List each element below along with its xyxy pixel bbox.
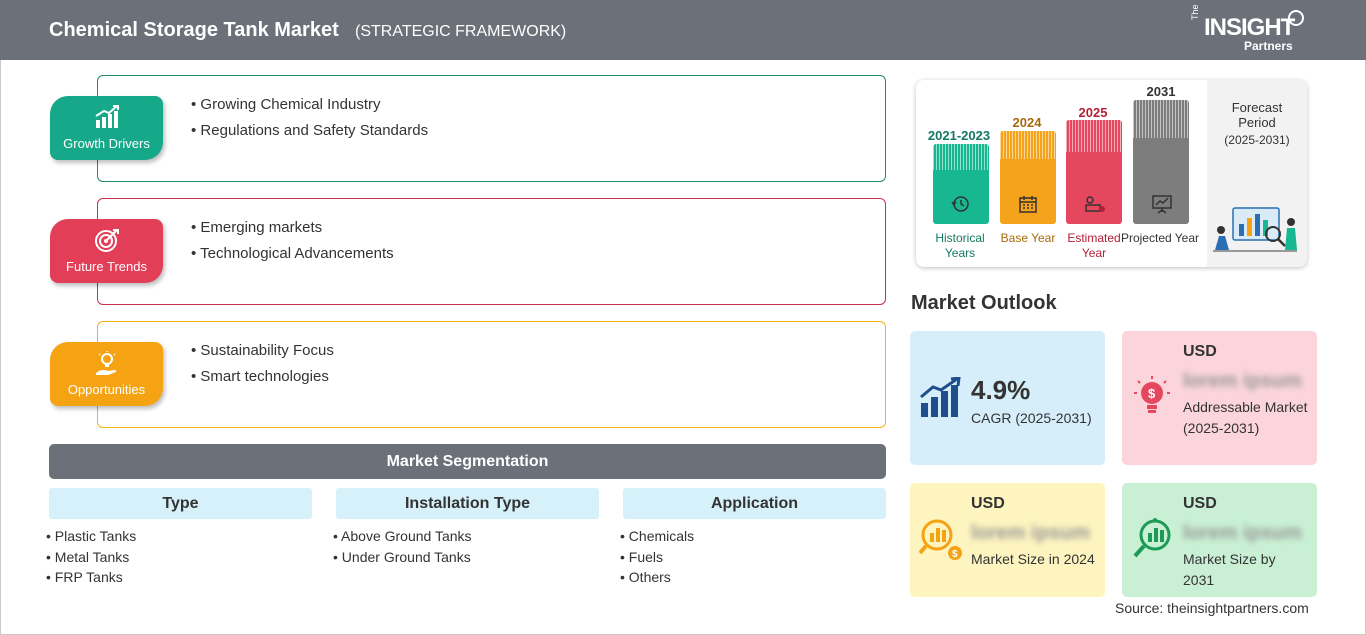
growth-drivers-list: • Growing Chemical Industry • Regulation… bbox=[191, 96, 428, 148]
list-item: • Plastic Tanks bbox=[46, 528, 137, 544]
card-description: Addressable Market (2025-2031) bbox=[1183, 399, 1308, 436]
year-label: 2021-2023 bbox=[927, 128, 991, 143]
addressable-market-card: $ USD lorem ipsum Addressable Market (20… bbox=[1122, 331, 1317, 465]
segmentation-title: Market Segmentation bbox=[49, 444, 886, 479]
logo-partners: Partners bbox=[1244, 39, 1293, 53]
bar-caption: Projected Year bbox=[1120, 231, 1200, 245]
growth-search-icon bbox=[1133, 518, 1171, 558]
list-item: • Smart technologies bbox=[191, 368, 329, 385]
logo-the: The bbox=[1190, 4, 1200, 20]
page-title: Chemical Storage Tank Market bbox=[49, 19, 339, 41]
opportunities-badge: Opportunities bbox=[50, 342, 163, 406]
market-size-2031-card: USD lorem ipsum Market Size by 2031 bbox=[1122, 483, 1317, 597]
market-value-blurred: lorem ipsum bbox=[971, 522, 1090, 544]
year-label: 2031 bbox=[1146, 84, 1176, 99]
card-description: Market Size by 2031 bbox=[1183, 551, 1276, 588]
list-item: • Growing Chemical Industry bbox=[191, 96, 381, 113]
list-item: • Above Ground Tanks bbox=[333, 528, 472, 544]
card-description: Market Size in 2024 bbox=[971, 551, 1095, 567]
header-bar: Chemical Storage Tank Market (STRATEGIC … bbox=[0, 0, 1366, 60]
year-label: 2024 bbox=[1012, 115, 1042, 130]
opportunities-list: • Sustainability Focus • Smart technolog… bbox=[191, 342, 334, 394]
future-trends-badge: Future Trends bbox=[50, 219, 163, 283]
growth-drivers-label: Growth Drivers bbox=[63, 136, 150, 151]
list-item: • Chemicals bbox=[620, 528, 695, 544]
segment-heading-type: Type bbox=[49, 488, 312, 519]
future-trends-label: Future Trends bbox=[66, 259, 147, 274]
segment-heading-application: Application bbox=[623, 488, 886, 519]
list-item: • FRP Tanks bbox=[46, 569, 123, 585]
market-value-blurred: lorem ipsum bbox=[1183, 370, 1302, 392]
money-search-icon: $ bbox=[919, 519, 962, 560]
timeline-bar-historical bbox=[933, 144, 989, 224]
currency-label: USD bbox=[971, 495, 1005, 512]
source-credit: Source: theinsightpartners.com bbox=[1115, 600, 1309, 616]
market-size-2024-card: $ USD lorem ipsum Market Size in 2024 bbox=[910, 483, 1105, 597]
growth-drivers-box: • Growing Chemical Industry • Regulation… bbox=[97, 75, 886, 182]
calendar-icon bbox=[1019, 196, 1037, 213]
list-item: • Metal Tanks bbox=[46, 548, 130, 565]
logo-insight: INSIGHT bbox=[1204, 14, 1295, 41]
list-item: • Regulations and Safety Standards bbox=[191, 122, 429, 139]
opportunities-box: • Sustainability Focus • Smart technolog… bbox=[97, 321, 886, 428]
list-item: • Technological Advancements bbox=[191, 245, 394, 262]
market-outlook-title: Market Outlook bbox=[911, 292, 1057, 314]
page-subtitle: (STRATEGIC FRAMEWORK) bbox=[355, 23, 567, 40]
bar-caption: Estimated Year bbox=[1067, 231, 1121, 260]
segment-list-type: • Plastic Tanks • Metal Tanks • FRP Tank… bbox=[46, 526, 136, 588]
svg-text:$: $ bbox=[952, 549, 958, 560]
svg-text:$: $ bbox=[1148, 386, 1156, 401]
cagr-value: 4.9% bbox=[971, 375, 1031, 405]
analytics-people-icon bbox=[1213, 207, 1297, 252]
list-item: • Fuels bbox=[620, 548, 664, 565]
money-bulb-icon: $ bbox=[1134, 376, 1170, 413]
currency-label: USD bbox=[1183, 343, 1217, 360]
growth-drivers-badge: Growth Drivers bbox=[50, 96, 163, 160]
target-icon bbox=[95, 229, 119, 252]
bar-caption: Base Year bbox=[1000, 231, 1056, 245]
lightbulb-hand-icon bbox=[96, 351, 117, 375]
segment-heading-installation: Installation Type bbox=[336, 488, 599, 519]
future-trends-list: • Emerging markets • Technological Advan… bbox=[191, 219, 394, 271]
bar-caption: Historical Years bbox=[935, 231, 985, 260]
growth-chart-icon bbox=[920, 377, 961, 417]
chart-growth-icon bbox=[95, 105, 119, 128]
timeline-bar-projected bbox=[1133, 100, 1189, 224]
list-item: • Sustainability Focus bbox=[191, 342, 334, 359]
segment-list-installation: • Above Ground Tanks • Under Ground Tank… bbox=[333, 526, 472, 567]
timeline-bar-estimated bbox=[1066, 120, 1122, 224]
history-icon bbox=[951, 196, 969, 212]
cagr-label: CAGR (2025-2031) bbox=[971, 410, 1092, 426]
logo-circle-icon bbox=[1288, 10, 1304, 26]
segment-list-application: • Chemicals • Fuels • Others bbox=[620, 526, 694, 588]
estimate-icon bbox=[1085, 196, 1105, 212]
list-item: • Emerging markets bbox=[191, 219, 323, 236]
cagr-card: 4.9% CAGR (2025-2031) bbox=[910, 331, 1105, 465]
future-trends-box: • Emerging markets • Technological Advan… bbox=[97, 198, 886, 305]
year-label: 2025 bbox=[1078, 105, 1108, 120]
opportunities-label: Opportunities bbox=[67, 382, 146, 397]
forecast-title: Forecast Period bbox=[1231, 100, 1283, 130]
timeline-bar-base bbox=[1000, 131, 1056, 224]
presentation-icon bbox=[1152, 195, 1172, 214]
brand-logo[interactable]: The INSIGHT Partners bbox=[1190, 4, 1320, 54]
list-item: • Under Ground Tanks bbox=[333, 548, 471, 565]
forecast-range: (2025-2031) bbox=[1224, 133, 1290, 147]
forecast-panel: Forecast Period (2025-2031) bbox=[1207, 80, 1307, 267]
currency-label: USD bbox=[1183, 495, 1217, 512]
market-value-blurred: lorem ipsum bbox=[1183, 522, 1302, 544]
list-item: • Others bbox=[620, 569, 671, 585]
